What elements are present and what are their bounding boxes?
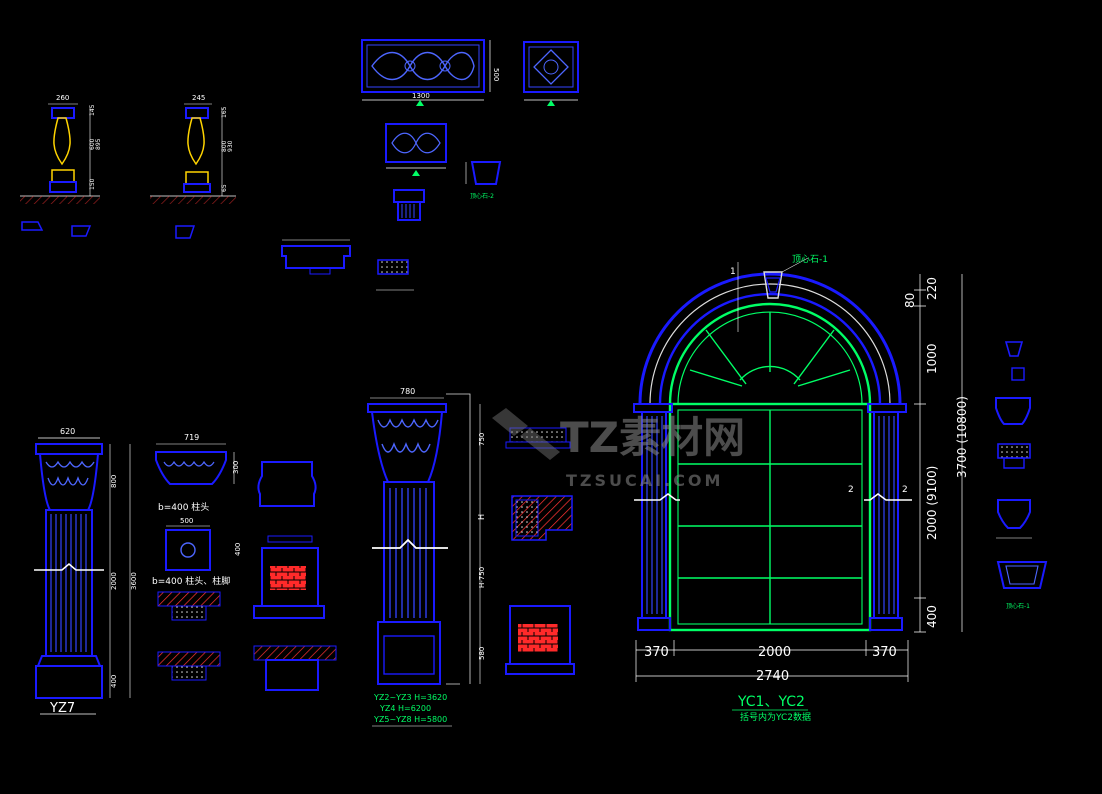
svg-text:b=400 柱头: b=400 柱头: [158, 501, 209, 513]
baluster-detail-1: 260 145 600 895 150: [20, 94, 102, 237]
ornament-panel-square: [523, 41, 579, 106]
ornament-panel-large: 1300 500: [361, 39, 500, 106]
arch-window-elevation: 顶心石-1 1 2 2 370 2000 370 2740 YC1、YC2 括号…: [633, 254, 969, 723]
column-yz2-yz8: 780 750 H H-750 580 YZ2~YZ3 H=3620 YZ4 H…: [367, 387, 486, 727]
baluster2-width: 245: [192, 94, 205, 102]
svg-text:895: 895: [95, 138, 102, 150]
svg-text:580: 580: [478, 647, 486, 660]
svg-text:YZ4 H=6200: YZ4 H=6200: [379, 704, 431, 713]
watermark-sub: TZSUCAI.COM: [566, 471, 723, 490]
arch-total-width: 2740: [756, 669, 789, 684]
svg-text:YZ2~YZ3 H=3620: YZ2~YZ3 H=3620: [373, 693, 447, 702]
svg-text:150: 150: [89, 178, 96, 190]
keystone-label: 顶心石-1: [792, 254, 828, 265]
svg-text:780: 780: [400, 387, 415, 396]
svg-text:220: 220: [925, 277, 939, 300]
svg-text:2000: 2000: [110, 572, 118, 590]
svg-text:500: 500: [180, 517, 193, 525]
panel1-height: 500: [492, 68, 500, 81]
capital-block-small: [393, 189, 425, 221]
svg-text:300: 300: [232, 461, 240, 474]
svg-text:65: 65: [221, 184, 228, 192]
svg-text:370: 370: [644, 645, 669, 660]
svg-text:145: 145: [89, 104, 96, 116]
right-detail-column: 顶心石-1: [995, 341, 1048, 610]
svg-text:b=400 柱头、柱脚: b=400 柱头、柱脚: [152, 575, 230, 587]
svg-text:顶心石-1: 顶心石-1: [1006, 603, 1030, 610]
watermark-main: TZ素材网: [560, 413, 745, 462]
svg-text:1: 1: [730, 267, 736, 277]
watermark: TZ素材网 TZSUCAI.COM: [492, 408, 745, 490]
svg-text:719: 719: [184, 433, 199, 442]
svg-text:165: 165: [221, 106, 228, 118]
svg-text:800: 800: [221, 140, 228, 152]
base-detail-group: [253, 461, 337, 691]
svg-text:370: 370: [872, 645, 897, 660]
svg-text:750: 750: [478, 433, 486, 446]
section-details-center: [505, 427, 575, 675]
arch-title: YC1、YC2: [737, 694, 805, 710]
svg-text:1000: 1000: [925, 343, 939, 374]
svg-text:YZ5~YZ8 H=5800: YZ5~YZ8 H=5800: [373, 715, 447, 724]
svg-text:2: 2: [848, 485, 854, 495]
svg-text:H-750: H-750: [478, 567, 486, 588]
svg-text:930: 930: [227, 140, 234, 152]
ornament-panel-small: [385, 123, 447, 176]
panel1-width: 1300: [412, 92, 430, 100]
svg-text:2000 (9100): 2000 (9100): [925, 466, 939, 540]
yz7-width: 620: [60, 427, 75, 436]
svg-text:600: 600: [89, 138, 96, 150]
svg-text:2000: 2000: [758, 645, 791, 660]
svg-text:400: 400: [925, 605, 939, 628]
cornice-detail: [281, 239, 414, 291]
svg-text:80: 80: [903, 293, 917, 308]
svg-text:H: H: [477, 514, 486, 520]
baluster-detail-2: 245 165 800 930 65: [150, 94, 236, 239]
svg-text:2: 2: [902, 485, 908, 495]
svg-text:顶心石-2: 顶心石-2: [470, 193, 494, 200]
arch-subtitle: 括号内为YC2数据: [740, 711, 811, 723]
column-yz7: 620 800 2000 3600 400 YZ7: [34, 427, 138, 716]
baluster1-width: 260: [56, 94, 69, 102]
svg-text:800: 800: [110, 475, 118, 488]
svg-text:400: 400: [110, 675, 118, 688]
capital-detail-group: 719 300 b=400 柱头 500 400 b=400 柱头、柱脚: [152, 433, 242, 681]
keystone-detail-small: 顶心石-2: [465, 161, 502, 200]
svg-text:400: 400: [234, 543, 242, 556]
yz7-title: YZ7: [49, 701, 75, 716]
svg-text:3600: 3600: [130, 572, 138, 590]
arch-height-total: 3700 (10800): [955, 396, 969, 478]
